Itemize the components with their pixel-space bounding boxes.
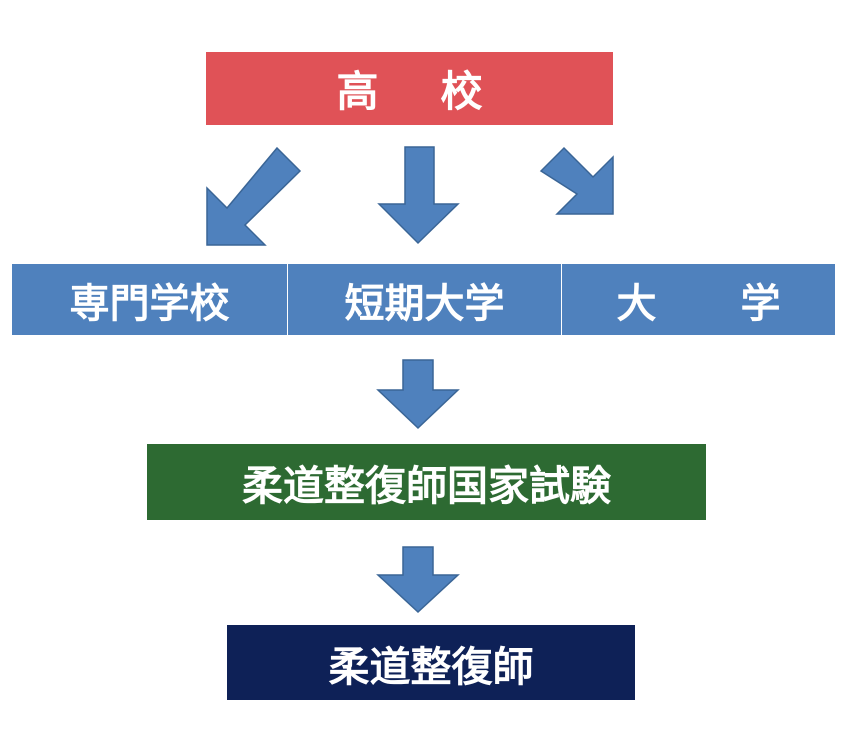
arrow-down-to-result-icon — [376, 546, 460, 614]
judo-therapist-box: 柔道整復師 — [227, 625, 635, 700]
junior-college-box: 短期大学 — [288, 264, 561, 335]
arrow-down-left-icon — [206, 146, 302, 246]
junior-college-label: 短期大学 — [344, 280, 505, 327]
national-exam-label: 柔道整復師国家試験 — [242, 462, 611, 510]
university-label-part-1: 大 — [616, 280, 657, 327]
high-school-label-part-2: 校 — [440, 67, 483, 116]
vocational-school-label: 専門学校 — [69, 280, 230, 327]
vocational-school-box: 専門学校 — [12, 264, 287, 335]
national-exam-box: 柔道整復師国家試験 — [147, 444, 706, 520]
high-school-box: 高校 — [206, 52, 613, 125]
university-label-part-2: 学 — [740, 280, 781, 327]
arrow-down-to-exam-icon — [376, 359, 460, 430]
university-box: 大学 — [562, 264, 835, 335]
high-school-label-part-1: 高 — [336, 67, 379, 116]
arrow-down-icon — [377, 146, 460, 245]
arrow-down-right-icon — [539, 146, 614, 215]
judo-therapist-label: 柔道整復師 — [328, 642, 534, 691]
